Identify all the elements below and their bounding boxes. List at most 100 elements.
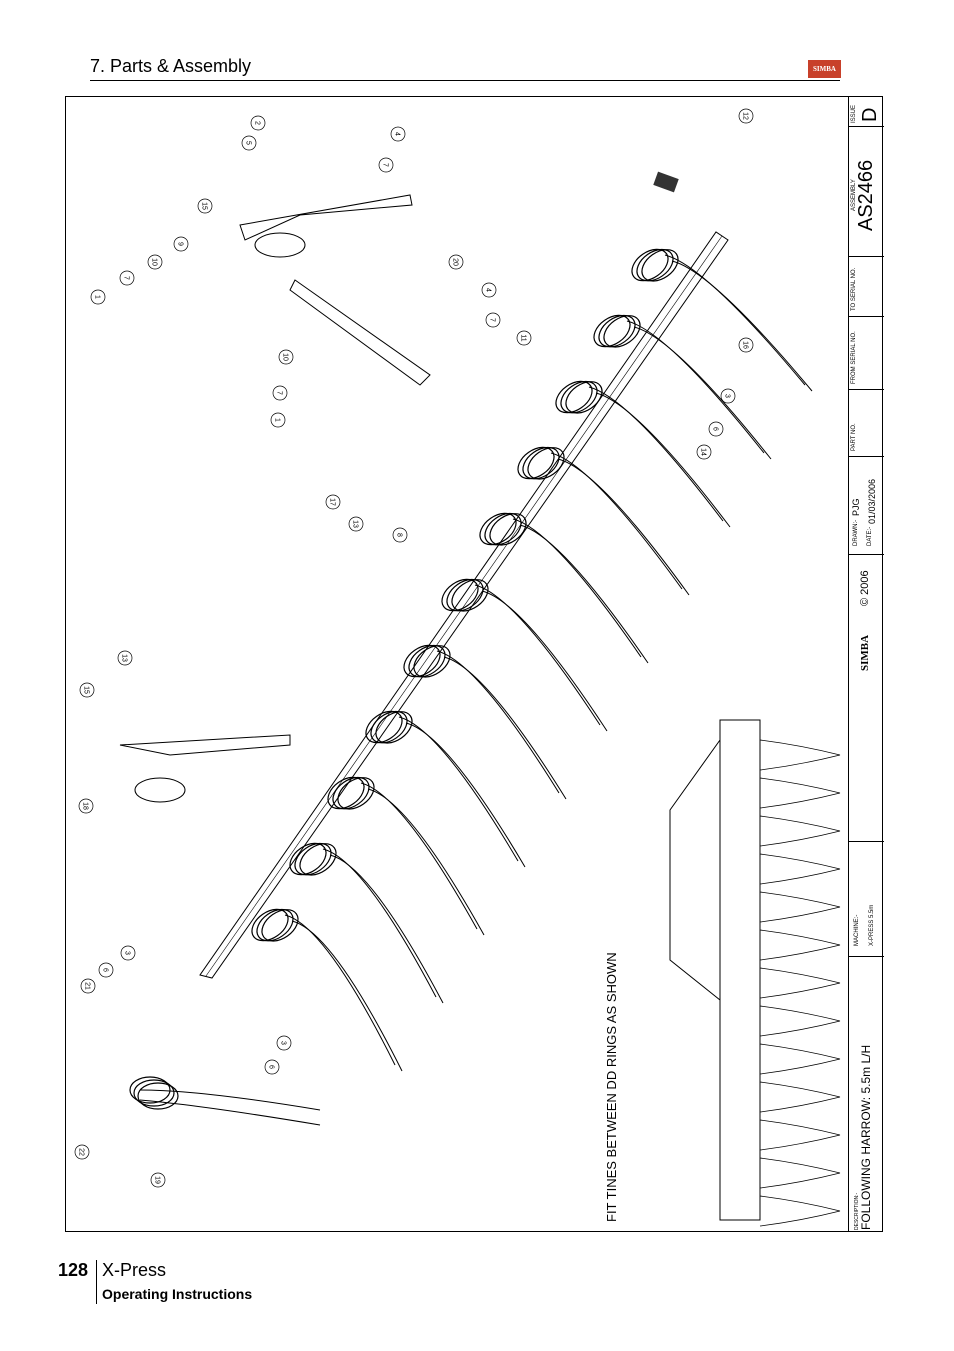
callout-circle bbox=[720, 388, 736, 404]
document-subtitle: Operating Instructions bbox=[102, 1286, 253, 1302]
from-serial-label: FROM SERIAL NO. bbox=[851, 331, 857, 384]
callout-label: 18 bbox=[82, 802, 89, 810]
callout-circle bbox=[485, 312, 501, 328]
callout-circle bbox=[392, 527, 408, 543]
simba-title-logo: SIMBA bbox=[859, 634, 871, 671]
side-view-frame bbox=[719, 719, 761, 1221]
callout-label: 15 bbox=[201, 202, 208, 210]
drawn: PJG bbox=[851, 498, 861, 516]
harrow-tine bbox=[322, 848, 437, 998]
dd-ring bbox=[137, 1082, 179, 1110]
side-view-tine bbox=[759, 1005, 841, 1037]
dd-ring bbox=[446, 578, 484, 612]
dd-ring bbox=[337, 777, 375, 810]
bracket-arm bbox=[239, 194, 413, 241]
callout-circle bbox=[390, 126, 406, 142]
callout-circle bbox=[74, 1144, 90, 1160]
harrow-tine bbox=[474, 584, 601, 726]
side-view-tine bbox=[759, 815, 841, 847]
callout-label: 16 bbox=[742, 341, 749, 349]
callout-circle bbox=[250, 115, 266, 131]
side-view-tine bbox=[759, 739, 841, 771]
header-rule bbox=[90, 80, 840, 81]
dd-ring bbox=[294, 842, 332, 876]
callout-circle bbox=[264, 1059, 280, 1075]
dd-ring bbox=[375, 711, 413, 744]
harrow-tine bbox=[405, 722, 526, 868]
dd-ring bbox=[256, 908, 294, 942]
dd-ring bbox=[527, 447, 565, 480]
dd-ring bbox=[484, 512, 522, 546]
harrow-tine bbox=[671, 260, 813, 392]
toolbar-beam-edge bbox=[205, 235, 723, 977]
harrow-tine bbox=[443, 656, 567, 800]
machine: X-PRESS 5.5m bbox=[869, 904, 875, 946]
simba-logo: SIMBA bbox=[808, 60, 841, 78]
harrow-tine bbox=[481, 590, 608, 732]
side-view-tine bbox=[759, 929, 841, 961]
callout-circle bbox=[119, 270, 135, 286]
drawn-label: DRAWN:- bbox=[853, 519, 859, 546]
dd-ring bbox=[522, 446, 560, 480]
machine-label: MACHINE:- bbox=[854, 914, 860, 946]
dd-ring bbox=[251, 908, 289, 942]
product-name: X-Press bbox=[102, 1260, 167, 1280]
description: FOLLOWING HARROW: 5.5m L/H bbox=[859, 1044, 873, 1230]
harrow-tine bbox=[588, 386, 724, 522]
dd-ring bbox=[479, 512, 517, 546]
dd-ring bbox=[403, 644, 441, 678]
side-view-tine bbox=[759, 1195, 841, 1227]
date: 01/03/2006 bbox=[867, 478, 877, 524]
dd-ring bbox=[631, 248, 669, 282]
callout-label: 20 bbox=[452, 258, 459, 266]
harrow-tine bbox=[436, 650, 560, 794]
dd-ring bbox=[365, 710, 403, 744]
dd-ring bbox=[299, 843, 337, 876]
dd-ring bbox=[555, 380, 593, 414]
dd-ring bbox=[408, 644, 446, 678]
dd-ring bbox=[133, 1079, 175, 1107]
callout-circle bbox=[150, 1172, 166, 1188]
callout-circle bbox=[79, 682, 95, 698]
adjuster-plate bbox=[254, 232, 306, 258]
dd-ring bbox=[636, 248, 674, 282]
callout-circle bbox=[90, 289, 106, 305]
title-block: DESCRIPTION:- FOLLOWING HARROW: 5.5m L/H… bbox=[848, 96, 884, 1232]
page-number: 128 bbox=[58, 1260, 89, 1280]
callout-label: 15 bbox=[83, 686, 90, 694]
callout-label: 7 bbox=[382, 163, 389, 167]
issue-label: ISSUE bbox=[851, 104, 857, 123]
section-title: 7. Parts & Assembly bbox=[90, 56, 252, 76]
callout-label: 17 bbox=[329, 498, 336, 506]
callout-circle bbox=[98, 962, 114, 978]
callout-circle bbox=[448, 254, 464, 270]
dd-ring bbox=[289, 842, 327, 876]
part-no-label: PART NO. bbox=[851, 423, 857, 451]
callout-circle bbox=[78, 798, 94, 814]
side-view-tine bbox=[759, 1119, 841, 1151]
callout-label: 8 bbox=[396, 533, 403, 537]
dd-ring bbox=[441, 578, 479, 612]
callout-circle bbox=[272, 385, 288, 401]
callout-label: 12 bbox=[742, 112, 749, 120]
dd-ring bbox=[598, 314, 636, 348]
dd-ring bbox=[603, 315, 641, 348]
callout-label: 13 bbox=[121, 654, 128, 662]
dd-ring bbox=[517, 446, 555, 480]
harrow-tine bbox=[633, 326, 772, 460]
dd-ring bbox=[489, 513, 527, 546]
harrow-tine bbox=[550, 452, 683, 590]
callout-label: 13 bbox=[352, 520, 359, 528]
dd-ring bbox=[327, 776, 365, 810]
callout-circle bbox=[348, 516, 364, 532]
callout-label: 4 bbox=[394, 132, 401, 136]
callout-label: 10 bbox=[151, 258, 158, 266]
side-view-tine bbox=[759, 1043, 841, 1075]
callout-label: 1 bbox=[274, 418, 281, 422]
callout-label: 3 bbox=[280, 1041, 287, 1045]
harrow-tine bbox=[512, 518, 642, 658]
side-view-headstock bbox=[669, 739, 721, 1001]
callout-label: 19 bbox=[154, 1176, 161, 1184]
